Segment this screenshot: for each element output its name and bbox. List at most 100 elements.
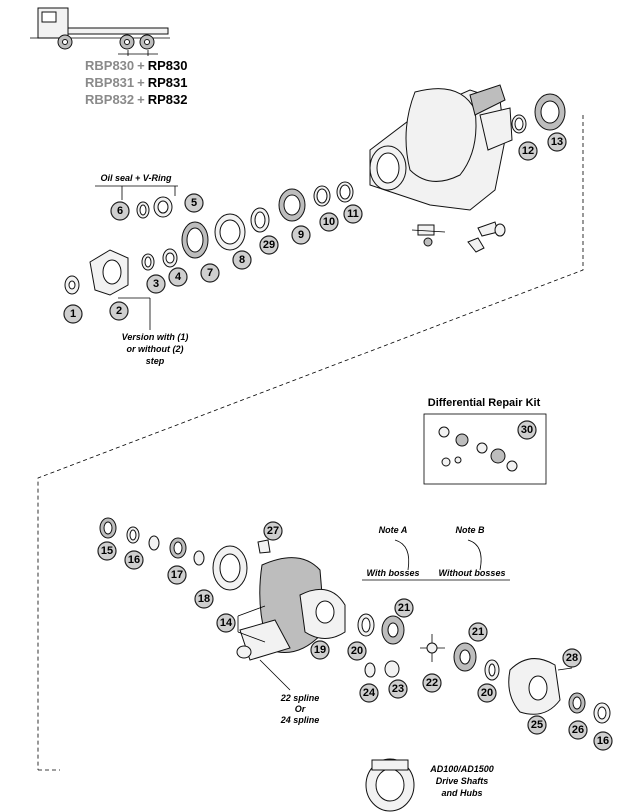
code-rbp831: RBP831 xyxy=(85,75,134,90)
note-washers xyxy=(394,539,482,571)
part-callout[interactable]: 9 xyxy=(291,225,311,245)
part-callout[interactable]: 7 xyxy=(200,263,220,283)
part-number: 10 xyxy=(323,216,335,228)
part-number: 1 xyxy=(70,308,76,320)
part-callout[interactable]: 5 xyxy=(184,193,204,213)
part-callout[interactable]: 30 xyxy=(517,420,537,440)
axle-housing xyxy=(369,84,513,211)
part-callout[interactable]: 17 xyxy=(167,565,187,585)
part-number: 25 xyxy=(531,719,543,731)
part-callout[interactable]: 20 xyxy=(477,683,497,703)
version-note-line-1: Version with (1) xyxy=(122,332,189,342)
part-callout[interactable]: 21 xyxy=(468,622,488,642)
part-callout[interactable]: 11 xyxy=(343,204,363,224)
part-number: 23 xyxy=(392,683,404,695)
part-number: 27 xyxy=(267,525,279,537)
plus-sign: + xyxy=(137,58,145,73)
spline-note-line-1: 22 spline xyxy=(280,693,320,703)
breather-parts xyxy=(411,221,506,253)
part-callout[interactable]: 22 xyxy=(422,673,442,693)
ring-small-shape xyxy=(193,550,205,566)
code-rbp830: RBP830 xyxy=(85,58,134,73)
shim-18-shape xyxy=(212,545,248,591)
part-callout[interactable]: 21 xyxy=(394,598,414,618)
version-note-line-2: or without (2) xyxy=(127,344,184,354)
bearing-26-shape xyxy=(568,692,586,714)
part-number: 8 xyxy=(239,254,245,266)
gear-21b-shape xyxy=(453,642,477,672)
part-number: 3 xyxy=(153,278,159,290)
part-callout[interactable]: 25 xyxy=(527,715,547,735)
ring-3-shape xyxy=(141,253,155,271)
part-number: 20 xyxy=(481,687,493,699)
bearing-29-shape xyxy=(250,207,270,233)
part-callout[interactable]: 20 xyxy=(347,641,367,661)
gear-21-shape xyxy=(381,615,405,645)
nut-11-shape xyxy=(336,181,354,203)
part-callout[interactable]: 13 xyxy=(547,132,567,152)
part-number: 29 xyxy=(263,239,275,251)
part-callout[interactable]: 16 xyxy=(124,550,144,570)
svg-text:RBP832+RP832: RBP832+RP832 xyxy=(85,92,187,107)
washer-20b-shape xyxy=(484,659,500,681)
part-number: 24 xyxy=(363,687,376,699)
hub-note-line-2: Drive Shafts xyxy=(436,776,489,786)
part-callout[interactable]: 4 xyxy=(168,267,188,287)
spline-note-line-3: 24 spline xyxy=(280,715,320,725)
spline-note-line-2: Or xyxy=(295,704,306,714)
part-callout[interactable]: 26 xyxy=(568,720,588,740)
part-number: 17 xyxy=(171,569,183,581)
part-number: 14 xyxy=(220,617,233,629)
part-callout[interactable]: 1 xyxy=(63,304,83,324)
part-callout[interactable]: 18 xyxy=(194,589,214,609)
part-callout[interactable]: 2 xyxy=(109,301,129,321)
bearing-15-shape xyxy=(99,517,117,539)
part-number: 20 xyxy=(351,645,363,657)
callout-lines xyxy=(95,185,178,330)
part-callout[interactable]: 6 xyxy=(110,201,130,221)
part-number: 11 xyxy=(347,208,359,220)
part-number: 7 xyxy=(207,267,213,279)
flange-2-shape xyxy=(89,249,129,296)
part-number: 15 xyxy=(101,545,113,557)
part-number: 4 xyxy=(175,271,182,283)
part-callout[interactable]: 15 xyxy=(97,541,117,561)
applicability-list: RBP830+RP830 RBP831+RP831 RBP832+RP832 xyxy=(85,58,187,107)
part-callout[interactable]: 29 xyxy=(259,235,279,255)
code-rbp832: RBP832 xyxy=(85,92,134,107)
part-number: 2 xyxy=(116,305,122,317)
ring-10-shape xyxy=(313,185,331,207)
part-callout[interactable]: 16 xyxy=(593,731,613,751)
part-number: 19 xyxy=(314,644,326,656)
part-number: 5 xyxy=(191,197,197,209)
part-callout[interactable]: 19 xyxy=(310,640,330,660)
part-number: 6 xyxy=(117,205,123,217)
part-callout[interactable]: 8 xyxy=(232,250,252,270)
ring-extra-shape xyxy=(148,535,160,551)
part-callout[interactable]: 10 xyxy=(319,212,339,232)
hub-note-line-1: AD100/AD1500 xyxy=(429,764,494,774)
code-rp830: RP830 xyxy=(148,58,188,73)
seal-4-shape xyxy=(162,248,178,268)
part-number: 13 xyxy=(551,136,563,148)
part-callout[interactable]: 12 xyxy=(518,141,538,161)
part-callout[interactable]: 24 xyxy=(359,683,379,703)
part-number: 21 xyxy=(472,626,484,638)
washer-20-shape xyxy=(357,613,375,637)
part-number: 12 xyxy=(522,145,534,157)
part-callout[interactable]: 28 xyxy=(562,648,582,668)
carrier-19-shape xyxy=(299,588,346,639)
nut-1-shape xyxy=(64,275,80,295)
hub-shape xyxy=(365,758,415,812)
hub-note-line-3: and Hubs xyxy=(441,788,482,798)
shim-8-shape xyxy=(214,213,246,251)
part-callout[interactable]: 27 xyxy=(263,521,283,541)
part-callout[interactable]: 3 xyxy=(146,274,166,294)
part-number: 30 xyxy=(521,424,533,436)
part-callout[interactable]: 23 xyxy=(388,679,408,699)
repair-kit-title: Differential Repair Kit xyxy=(428,397,541,409)
part-callout[interactable]: 14 xyxy=(216,613,236,633)
note-a-label: Note A xyxy=(379,525,408,535)
with-bosses-label: With bosses xyxy=(367,568,420,578)
